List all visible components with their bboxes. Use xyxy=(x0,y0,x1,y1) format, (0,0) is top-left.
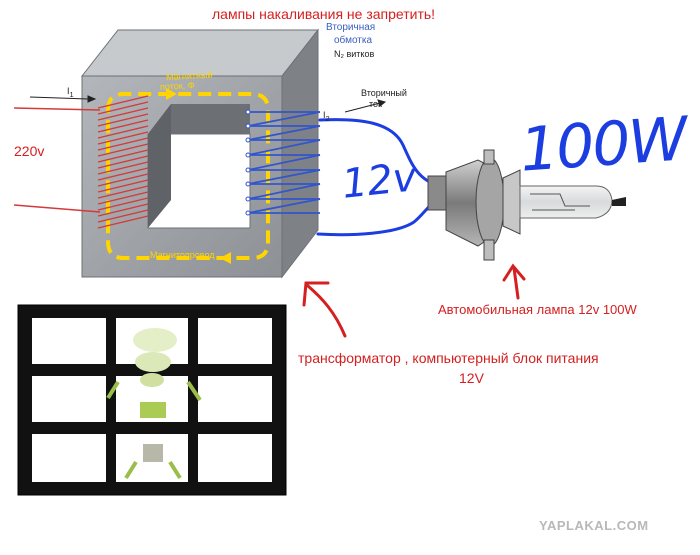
page-title: лампы накаливания не запретить! xyxy=(212,6,436,22)
red-arrow-lamp xyxy=(502,263,526,300)
secondary-winding-label-line3: N₂ витков xyxy=(334,49,375,59)
watermark: YAPLAKAL.COM xyxy=(539,518,649,533)
secondary-winding-label-line2: обмотка xyxy=(334,35,373,46)
red-arrow-transformer xyxy=(302,281,347,338)
secondary-current-arrow xyxy=(344,99,387,113)
secondary-current-symbol: I2 xyxy=(323,110,330,123)
handwritten-power: 100W xyxy=(517,104,689,186)
primary-current-symbol: I1 xyxy=(67,86,74,99)
secondary-current-subscript: 2 xyxy=(325,113,330,123)
magnetic-flux-label-line2: поток, Φ xyxy=(159,80,196,92)
prison-window-picture xyxy=(17,304,287,496)
flux-arrowheads xyxy=(166,88,231,264)
secondary-winding-label-line1: Вторичная xyxy=(326,22,376,33)
primary-winding xyxy=(97,95,149,229)
transformer-core xyxy=(80,28,320,279)
magnetic-flux-path xyxy=(106,92,270,260)
primary-current-arrow xyxy=(29,95,97,103)
magnetic-core-label: Магнитопровод xyxy=(150,250,215,260)
secondary-current-label-line2: ток xyxy=(369,99,382,109)
handwritten-voltage: 12v xyxy=(339,154,419,208)
primary-leads xyxy=(13,107,101,213)
secondary-winding-dots xyxy=(245,109,251,216)
primary-voltage-label: 220v xyxy=(14,143,45,159)
primary-current-subscript: 1 xyxy=(69,89,74,99)
transformer-label-line2: 12V xyxy=(459,370,484,386)
lamp-label: Автомобильная лампа 12v 100W xyxy=(438,302,637,317)
car-lamp xyxy=(427,149,626,261)
transformer-label-line1: трансформатор , компьютерный блок питани… xyxy=(298,350,599,366)
secondary-current-label-line1: Вторичный xyxy=(361,88,407,98)
secondary-winding xyxy=(247,111,321,214)
cfl-character xyxy=(106,328,202,480)
